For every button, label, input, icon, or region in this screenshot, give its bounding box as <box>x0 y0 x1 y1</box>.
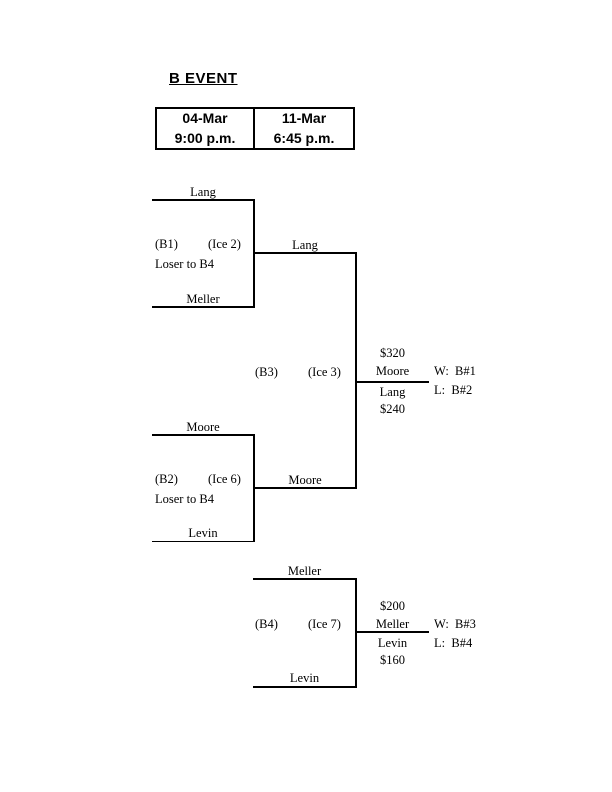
b2-top-team: Moore <box>186 420 220 434</box>
b2-ice-label: (Ice 6) <box>208 472 241 486</box>
b4-winner-team: Meller <box>375 617 410 631</box>
b1-top-line <box>152 199 254 201</box>
page-title: B EVENT <box>169 70 238 87</box>
round1-time: 9:00 p.m. <box>174 129 236 146</box>
round1-date: 04-Mar <box>182 110 228 126</box>
b2-winner-line <box>254 487 356 489</box>
b3-winner-note: W: B#1 <box>434 364 476 378</box>
b4-bottom-team: Levin <box>289 671 320 685</box>
b1-top-team: Lang <box>190 185 216 199</box>
schedule-table: 04-Mar 9:00 p.m. 11-Mar 6:45 p.m. <box>155 107 355 150</box>
b1-bottom-line <box>152 306 254 308</box>
b1-bottom-team: Meller <box>186 292 220 306</box>
b4-loser-note: L: B#4 <box>434 636 473 650</box>
b2-loser-note: Loser to B4 <box>155 492 215 506</box>
b4-game-id: (B4) <box>255 617 278 631</box>
b4-winner-note: W: B#3 <box>434 617 476 631</box>
b3-game-id: (B3) <box>255 365 278 379</box>
b1-winner-line <box>254 252 356 254</box>
b3-runner-up-team: Lang <box>379 385 406 399</box>
b3-winner-prize: $320 <box>380 346 405 360</box>
b2-game-id: (B2) <box>155 472 178 486</box>
b2-top-line <box>152 434 254 436</box>
b3-final-line <box>356 381 429 383</box>
b1-winner-team: Lang <box>292 238 318 252</box>
b3-winner-team: Moore <box>375 364 410 378</box>
b1-vertical-line <box>253 199 255 308</box>
b1-game-id: (B1) <box>155 237 178 251</box>
b4-final-line <box>356 631 429 633</box>
schedule-cell-round1: 04-Mar 9:00 p.m. <box>157 109 255 148</box>
b1-loser-note: Loser to B4 <box>155 257 215 271</box>
b3-ice-label: (Ice 3) <box>308 365 341 379</box>
b4-runner-up-prize: $160 <box>380 653 405 667</box>
b2-bottom-line <box>152 540 254 542</box>
b2-bottom-team: Levin <box>188 526 218 540</box>
b2-vertical-line <box>253 434 255 542</box>
b4-vertical-line <box>355 578 357 688</box>
b4-top-team: Meller <box>287 564 322 578</box>
b4-ice-label: (Ice 7) <box>308 617 341 631</box>
round2-time: 6:45 p.m. <box>273 129 335 146</box>
b3-loser-note: L: B#2 <box>434 383 473 397</box>
b1-ice-label: (Ice 2) <box>208 237 241 251</box>
round2-date: 11-Mar <box>281 110 327 126</box>
b3-vertical-line <box>355 252 357 489</box>
schedule-cell-round2: 11-Mar 6:45 p.m. <box>255 109 353 148</box>
b4-top-line <box>253 578 356 580</box>
b4-runner-up-team: Levin <box>377 636 408 650</box>
b4-bottom-line <box>253 686 356 688</box>
b2-winner-team: Moore <box>288 473 322 487</box>
b4-winner-prize: $200 <box>380 599 405 613</box>
b3-runner-up-prize: $240 <box>380 402 405 416</box>
